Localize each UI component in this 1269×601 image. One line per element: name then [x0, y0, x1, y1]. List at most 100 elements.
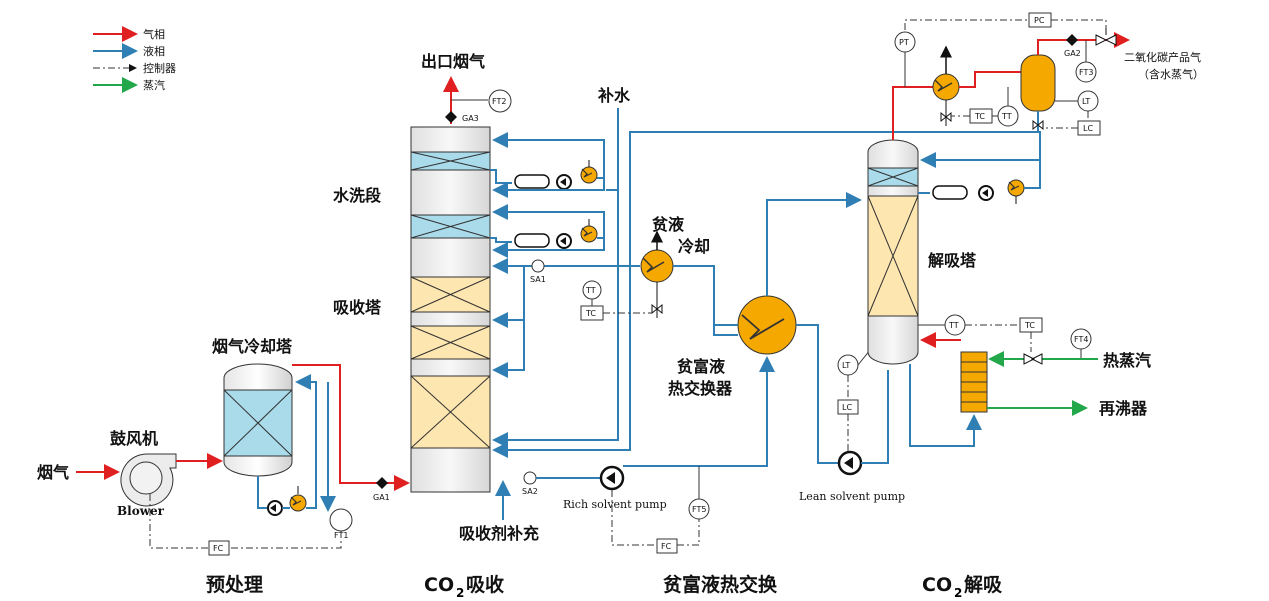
makeup-water-label: 补水: [597, 86, 631, 105]
fc1-label: FC: [213, 544, 224, 553]
exchanger-lean-in: [796, 324, 838, 464]
wash-tank-1: [514, 174, 550, 189]
wash-loop-2-return: [492, 204, 605, 239]
exchanger-label-1: 贫富液: [677, 357, 726, 376]
exchanger-to-cooler-line: [673, 265, 738, 336]
ft2-transmitter: [488, 89, 512, 113]
absorb-prefix: CO: [424, 574, 454, 596]
co2-product-label-1: 二氧化碳产品气: [1124, 50, 1201, 64]
fc1-controller: [208, 540, 230, 556]
rich-to-exchanger-line: [623, 356, 775, 467]
pc-label: PC: [1034, 16, 1045, 25]
legend: 气相 液相 控制器 蒸汽: [93, 26, 176, 93]
sa2-sampler: [523, 471, 537, 485]
absorber-section: 出口烟气 GA3 FT2 水洗段 吸收塔: [333, 52, 1041, 543]
wash-loop-1-return: [492, 132, 605, 179]
ft1-transmitter: [329, 508, 353, 532]
makeup-water-line: [492, 108, 619, 448]
fc1-control-line: [149, 494, 342, 549]
stripper-wash-pump: [978, 185, 994, 201]
lean-pump-label: Lean solvent pump: [799, 490, 905, 503]
lean-feed-bottom: [492, 266, 525, 378]
fc2-controller: [656, 538, 678, 554]
flue-gas-label: 烟气: [37, 463, 69, 482]
lt-top-label: LT: [1082, 97, 1090, 106]
condenser-valve: [940, 111, 952, 123]
wash-cooler-2: [580, 225, 598, 243]
pc-control-line-right: [1051, 19, 1107, 28]
wash-loop-1-ret2: [492, 178, 605, 198]
ft3-label: FT3: [1079, 68, 1093, 77]
pc-control-line-left: [904, 19, 1029, 30]
reboiler-label: 再沸器: [1099, 399, 1148, 418]
packing-bed-3: [410, 375, 491, 449]
stripper-bottom-line: [861, 370, 889, 464]
ga3-analyzer: [445, 111, 457, 123]
stripper-wash-tank: [932, 185, 968, 200]
packing-bed-2: [410, 325, 491, 360]
stripper-overhead-line: [892, 86, 935, 140]
section-titles: 预处理 CO 2 吸收 贫富液热交换 CO 2 解吸: [206, 573, 1003, 600]
absorb-sub: 2: [456, 586, 464, 600]
reflux-drum: [1020, 54, 1056, 112]
stripper-section: 解吸塔 GA2 FT3 二氧化碳产品气 （含: [867, 12, 1204, 447]
sa2-label: SA2: [522, 487, 538, 496]
reboiler: [960, 351, 988, 413]
section-pretreatment: 预处理: [206, 573, 263, 596]
lc-bottom-label: LC: [842, 403, 852, 412]
blower-label: 鼓风机: [110, 429, 158, 448]
flue-gas-cooling-tower: [223, 363, 293, 477]
tc-top-label: TC: [974, 112, 985, 121]
lean-cooler-valve: [651, 303, 663, 315]
stripper-wash-bed: [867, 167, 919, 187]
ga2-label: GA2: [1064, 49, 1081, 58]
tt-stripper-label: TT: [948, 321, 959, 330]
overhead-condenser: [932, 73, 960, 101]
ga2-analyzer: [1066, 34, 1078, 46]
wash-loop-2-out: [490, 237, 512, 243]
cooler-to-absorber-gas-line: [292, 364, 410, 491]
condenser-to-drum: [959, 71, 1022, 88]
pretreatment-section: 烟气 鼓风机 Blower 烟气冷却塔: [37, 337, 410, 556]
desorb-prefix: CO: [922, 574, 952, 596]
packing-bed-1: [410, 276, 491, 313]
desorb-sub: 2: [954, 586, 962, 600]
co2-product-label-2: （含水蒸气）: [1138, 67, 1204, 81]
ga3-label: GA3: [462, 114, 479, 123]
legend-control-label: 控制器: [143, 61, 176, 75]
wash-tank-2: [514, 233, 550, 248]
ft4-label: FT4: [1074, 335, 1088, 344]
wash-bed-1: [410, 151, 491, 171]
absorbent-makeup-label: 吸收剂补充: [459, 524, 539, 543]
lc-top-label: LC: [1083, 124, 1093, 133]
lean-cooler-label-2: 冷却: [678, 237, 710, 256]
rich-to-stripper-line: [766, 192, 862, 296]
wash-pump-2: [556, 233, 572, 249]
wash-pump-1: [556, 174, 572, 190]
cooler-heat-exchanger: [289, 494, 307, 512]
rich-solvent-pump: [599, 465, 625, 491]
ga1-label: GA1: [373, 493, 390, 502]
wash-section-label: 水洗段: [333, 186, 382, 205]
steam-label: 热蒸汽: [1103, 351, 1151, 370]
ft5-label: FT5: [692, 505, 706, 514]
section-co2-desorption: CO 2 解吸: [922, 573, 1003, 600]
cooler-bottom-line: [257, 476, 268, 509]
lean-cooler-label-1: 贫液: [652, 215, 685, 234]
wash-loop-1-out: [490, 169, 512, 184]
legend-liquid-label: 液相: [143, 44, 165, 58]
blower-en-label: Blower: [117, 504, 165, 518]
pt-label: PT: [899, 38, 909, 47]
legend-steam-label: 蒸汽: [143, 78, 165, 92]
section-co2-absorption: CO 2 吸收: [424, 573, 504, 600]
exchange-section: 贫液 冷却 TT TC 贫富液 热交换器 Rich solvent pum: [536, 192, 905, 554]
ft2-label: FT2: [492, 97, 506, 106]
ga1-analyzer: [376, 477, 388, 489]
tt-top-label: TT: [1001, 112, 1012, 121]
wash-bed-2: [410, 214, 491, 239]
lt-bottom-label: LT: [842, 361, 850, 370]
cooler-tower-label: 烟气冷却塔: [212, 337, 293, 356]
lean-rich-heat-exchanger: [737, 295, 797, 355]
stripper-wash-return: [920, 152, 1041, 189]
